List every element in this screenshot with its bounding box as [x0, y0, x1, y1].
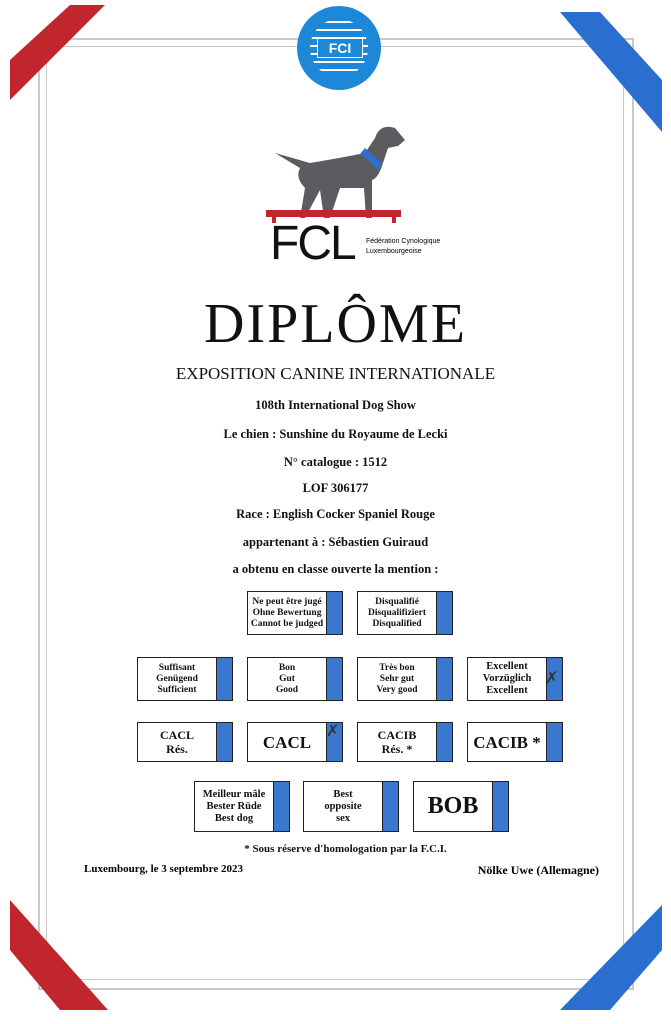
label: Ne peut être jugé	[252, 596, 322, 607]
label: CACIB *	[473, 732, 541, 752]
label: Very good	[376, 684, 418, 695]
ribbon-top-right	[560, 12, 662, 132]
place-date: Luxembourg, le 3 septembre 2023	[84, 863, 243, 875]
label: CACL	[262, 732, 312, 752]
checkbox	[326, 592, 342, 634]
label: Sehr gut	[379, 673, 415, 684]
judge-name: Nölke Uwe (Allemagne)	[477, 863, 599, 877]
diploma-subtitle: EXPOSITION CANINE INTERNATIONALE	[175, 364, 496, 383]
checkbox	[273, 782, 289, 831]
checkbox	[436, 723, 452, 761]
checkbox	[216, 658, 232, 700]
label: Bester Rüde	[206, 800, 262, 812]
fcl-name-1: Fédération Cynologique	[366, 238, 441, 245]
checkbox	[382, 782, 398, 831]
breed: Race : English Cocker Spaniel Rouge	[236, 507, 435, 521]
label: Bon	[278, 662, 296, 673]
ribbon-bottom-right	[560, 905, 662, 1010]
dog-name: Le chien : Sunshine du Royaume de Lecki	[223, 427, 448, 441]
box-bob: BOB	[413, 781, 509, 832]
checkbox	[436, 658, 452, 700]
label: Disqualifiziert	[367, 607, 427, 618]
label: CACL	[159, 728, 194, 742]
checkbox	[546, 723, 562, 761]
footnote: * Sous réserve d'homologation par la F.C…	[244, 843, 447, 855]
label: Good	[275, 684, 299, 695]
label: Excellent	[486, 685, 528, 696]
checkbox-checked: ✗	[326, 721, 342, 761]
fcl-name-2: Luxembourgeoise	[366, 248, 422, 255]
check-mark-icon: ✗	[326, 721, 340, 740]
checkbox	[436, 592, 452, 634]
label: Gut	[279, 673, 295, 684]
fci-logo: FCI	[297, 6, 381, 90]
checkbox-checked: ✗	[545, 658, 562, 700]
label: Rés. *	[381, 742, 413, 756]
ribbon-bottom-left	[10, 900, 108, 1010]
label: Rés.	[166, 742, 188, 756]
label: Très bon	[379, 662, 415, 673]
show-name: 108th International Dog Show	[255, 398, 416, 412]
diploma-title: DIPLÔME	[204, 293, 467, 355]
lof-number: LOF 306177	[302, 481, 369, 495]
ribbon-top-left	[10, 5, 105, 100]
class-mention: a obtenu en classe ouverte la mention :	[232, 562, 439, 576]
box-cacl: CACL ✗	[247, 721, 343, 762]
label: Best	[333, 788, 353, 800]
label: BOB	[427, 793, 479, 819]
fcl-letters: FCL	[270, 217, 357, 270]
label: Genügend	[156, 673, 198, 684]
checkbox	[492, 782, 508, 831]
label: Excellent	[486, 661, 528, 672]
label: Cannot be judged	[250, 618, 324, 629]
checkbox	[216, 723, 232, 761]
checkbox	[326, 658, 342, 700]
box-cacib: CACIB *	[467, 722, 563, 762]
label: Best dog	[214, 812, 254, 824]
fci-text: FCI	[317, 38, 363, 58]
label: Sufficient	[157, 684, 197, 695]
label: Disqualifié	[375, 596, 419, 607]
dog-logo	[266, 126, 405, 223]
label: opposite	[324, 800, 362, 812]
label: Meilleur mâle	[202, 788, 266, 800]
label: Suffisant	[158, 662, 196, 673]
label: Disqualified	[372, 618, 422, 629]
label: Ohne Bewertung	[252, 607, 322, 618]
label: CACIB	[377, 728, 417, 742]
label: sex	[336, 812, 350, 824]
owner: appartenant à : Sébastien Guiraud	[242, 535, 429, 549]
catalogue-number: N° catalogue : 1512	[283, 455, 388, 469]
label: Vorzüglich	[482, 673, 532, 684]
check-mark-icon: ✗	[545, 668, 559, 687]
